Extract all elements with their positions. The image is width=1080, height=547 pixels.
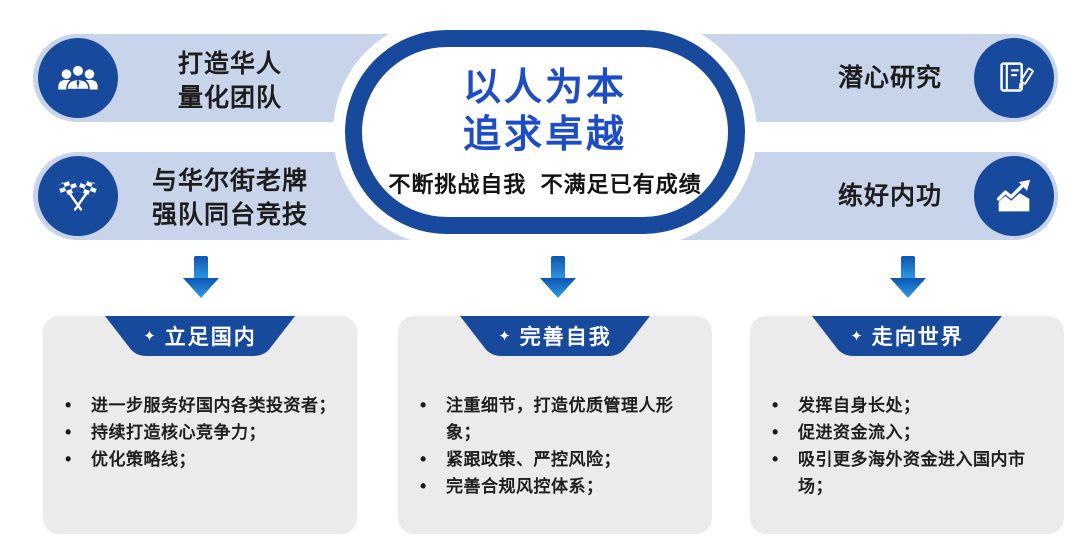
capsule-subtitle: 不断挑战自我 不满足已有成绩 (388, 172, 702, 197)
badge-label: 完善自我 (519, 326, 612, 349)
bullet-list-self-improvement: 注重细节，打造优质管理人形象； 紧跟政策、严控风险； 完善合规风控体系； (398, 392, 698, 500)
capsule-title-line1: 以人为本 (462, 67, 627, 109)
badge-domestic: ✦ 立足国内 (105, 316, 295, 356)
bullet-item: 紧跟政策、严控风险； (398, 446, 698, 473)
badge-global: ✦ 走向世界 (812, 316, 1002, 356)
bullet-item: 进一步服务好国内各类投资者； (43, 392, 343, 419)
bullet-item: 优化策略线； (43, 446, 343, 473)
pill-label-line: 量化团队 (177, 84, 282, 112)
bullet-item: 完善合规风控体系； (398, 473, 698, 500)
badge-self-improvement: ✦ 完善自我 (460, 316, 650, 356)
badge-banner-shape (105, 316, 295, 356)
bullet-item: 注重细节，打造优质管理人形象； (398, 392, 698, 446)
badge-label: 走向世界 (871, 326, 964, 349)
bullet-item: 吸引更多海外资金进入国内市场； (750, 446, 1050, 500)
capsule-title-line2: 追求卓越 (462, 114, 627, 156)
bullet-item: 促进资金流入； (750, 419, 1050, 446)
bullet-list-domestic: 进一步服务好国内各类投资者； 持续打造核心竞争力； 优化策略线； (43, 392, 343, 473)
notebook-pen-icon (1000, 62, 1034, 92)
pill-label-right-top: 潜心研究 (837, 64, 942, 92)
star-icon: ✦ (143, 327, 156, 345)
capsule-title: 以人为本 追求卓越 (463, 65, 627, 159)
pill-label-line: 与华尔街老牌 (151, 167, 308, 195)
box-self-improvement: ✦ 完善自我 注重细节，打造优质管理人形象； 紧跟政策、严控风险； 完善合规风控… (398, 316, 712, 534)
pill-label-left-bottom: 与华尔街老牌 强队同台竞技 (108, 164, 352, 232)
team-icon-circle (38, 38, 118, 118)
star-icon: ✦ (850, 327, 863, 345)
bullet-item: 持续打造核心竞争力； (43, 419, 343, 446)
pill-label-line: 强队同台竞技 (151, 201, 308, 229)
pill-label-line: 打造华人 (177, 50, 282, 78)
down-arrow-icon (540, 256, 576, 298)
badge-label: 立足国内 (164, 326, 257, 349)
pill-label-left-top: 打造华人 量化团队 (120, 47, 340, 115)
star-icon: ✦ (498, 327, 511, 345)
badge-banner-shape (812, 316, 1002, 356)
chart-up-icon (996, 179, 1031, 212)
down-arrow-icon (183, 256, 219, 298)
flags-icon-circle (38, 156, 118, 236)
down-arrow-icon (890, 256, 926, 298)
bullet-list-global: 发挥自身长处； 促进资金流入； 吸引更多海外资金进入国内市场； (750, 392, 1050, 500)
box-domestic: ✦ 立足国内 进一步服务好国内各类投资者； 持续打造核心竞争力； 优化策略线； (43, 316, 357, 534)
team-icon (58, 64, 98, 91)
badge-banner-shape (460, 316, 650, 356)
box-global: ✦ 走向世界 发挥自身长处； 促进资金流入； 吸引更多海外资金进入国内市场； (750, 316, 1064, 534)
pill-label-right-bottom: 练好内功 (837, 182, 942, 210)
bullet-item: 发挥自身长处； (750, 392, 1050, 419)
center-capsule: 以人为本 追求卓越 不断挑战自我 不满足已有成绩 (345, 30, 745, 234)
racing-flags-icon (57, 179, 99, 211)
chart-icon-circle (974, 156, 1054, 236)
research-icon-circle (974, 38, 1054, 118)
